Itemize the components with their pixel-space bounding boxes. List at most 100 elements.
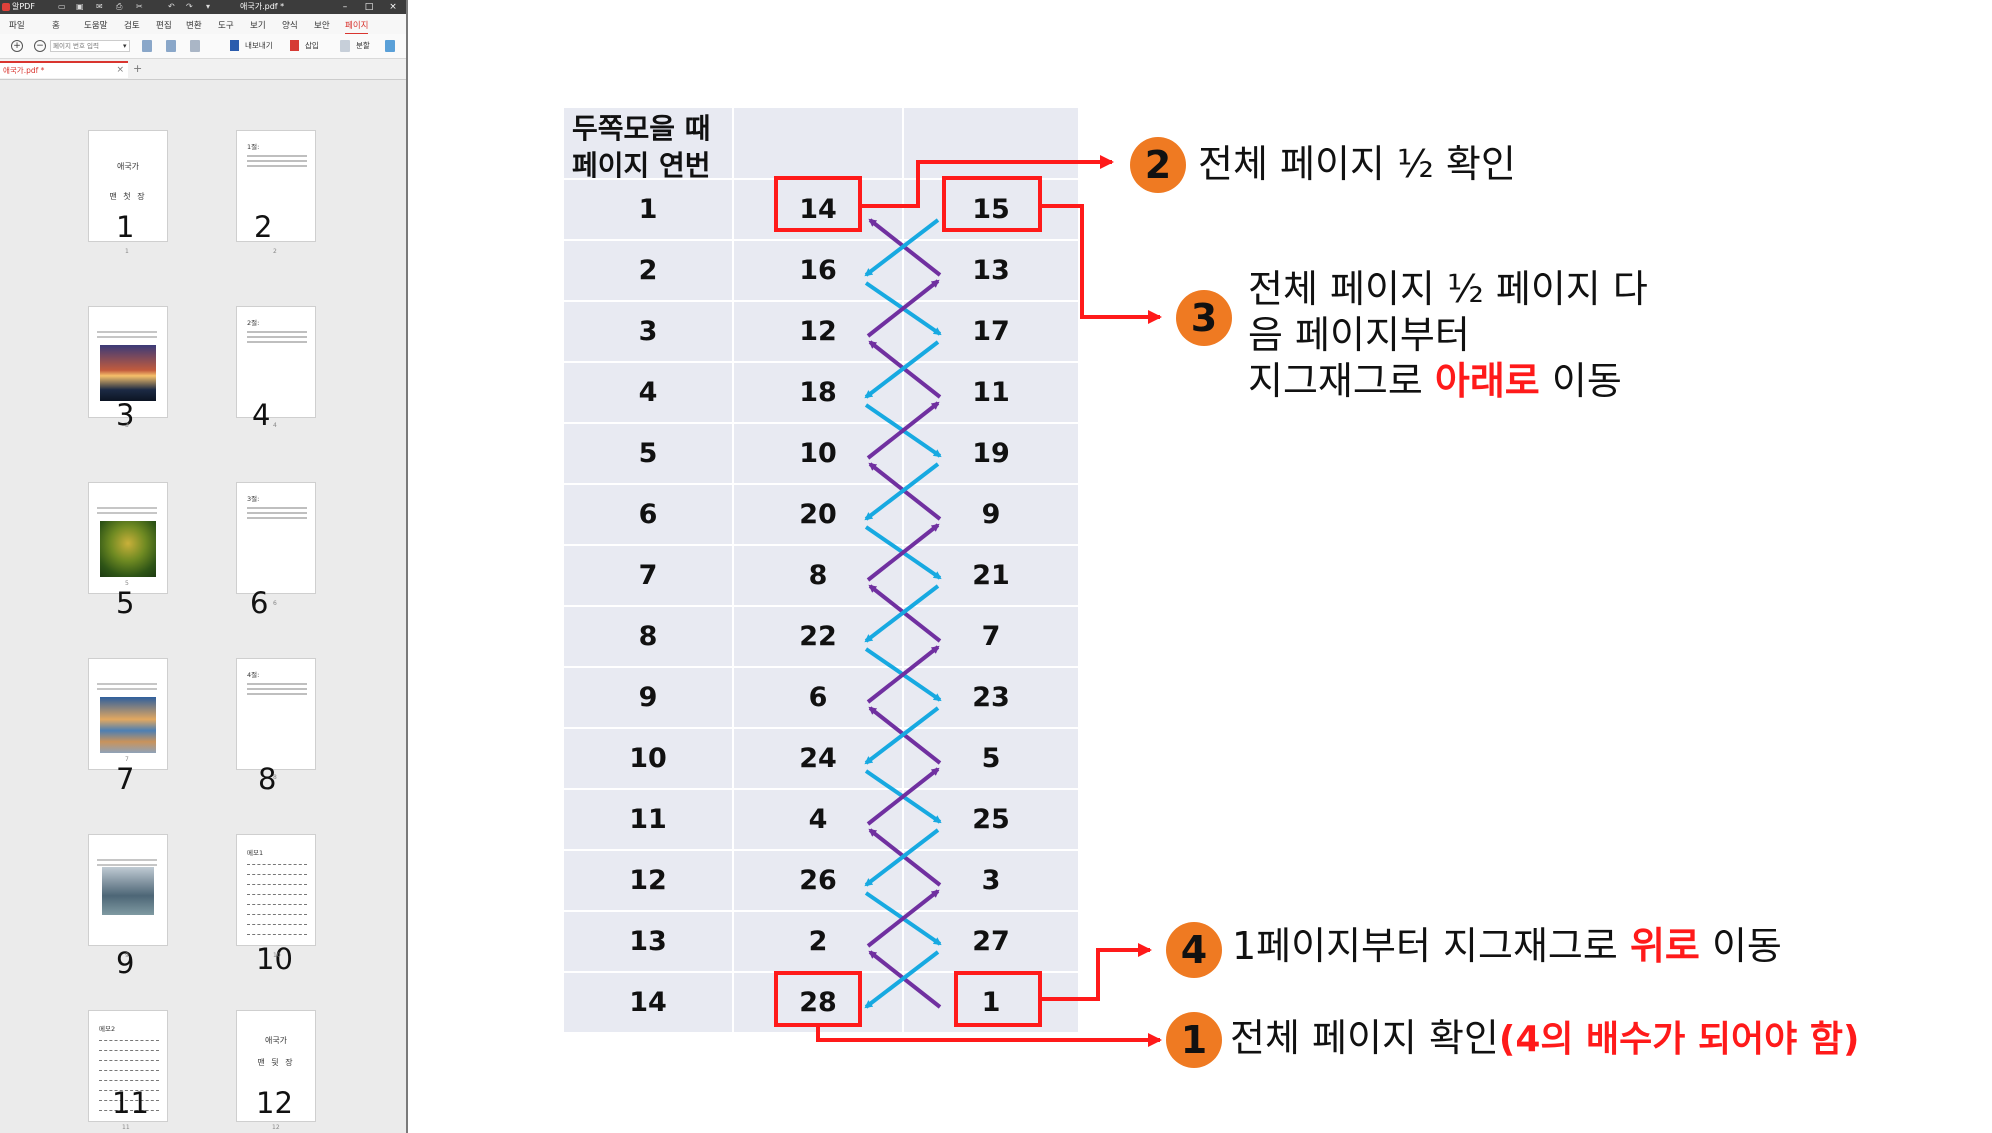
page-number-label: 4 (252, 398, 271, 432)
menu-edit[interactable]: 편집 (156, 21, 172, 31)
page-thumbnail[interactable] (88, 482, 168, 594)
insert-icon[interactable] (290, 40, 299, 51)
page-number-label: 5 (116, 586, 135, 620)
page-thumbnail[interactable] (88, 834, 168, 946)
annotation-highlight: (4의 배수가 되어야 함) (1498, 1019, 1860, 1060)
row-number-cell: 5 (564, 424, 732, 483)
page-thumbnail[interactable]: 4절: (236, 658, 316, 770)
page-index: 12 (272, 1124, 280, 1131)
page-index: 3 (125, 422, 129, 429)
menu-convert[interactable]: 변환 (186, 21, 202, 31)
page-index: 5 (125, 580, 129, 587)
thumb-title: 애국가 (116, 162, 140, 171)
sky-photo (100, 697, 156, 753)
left-page-cell: 28 (734, 973, 902, 1032)
menu-review[interactable]: 검토 (124, 21, 140, 31)
menu-security[interactable]: 보안 (314, 21, 330, 31)
left-page-cell: 20 (734, 485, 902, 544)
page-thumbnail[interactable]: 메모2 (88, 1010, 168, 1122)
insert-button[interactable]: 삽입 (305, 41, 319, 50)
rotate-left-icon[interactable] (142, 40, 152, 52)
annotation-3-line: 음 페이지부터 (1248, 313, 1470, 357)
right-page-cell: 7 (904, 607, 1078, 666)
export-icon[interactable] (230, 40, 239, 51)
folder-icon[interactable]: ▭ (58, 2, 66, 11)
zoom-in-icon[interactable]: + (11, 40, 23, 52)
undo-icon[interactable]: ↶ (168, 2, 175, 11)
refresh-icon[interactable] (385, 40, 395, 52)
page-thumbnail[interactable]: 애국가 맨 뒷 장 (236, 1010, 316, 1122)
page-number-label: 1 (116, 210, 135, 244)
annotation-3-line: 전체 페이지 ½ 페이지 다 (1248, 267, 1648, 311)
page-index: 1 (125, 248, 129, 255)
save-icon[interactable]: ▣ (76, 2, 84, 11)
split-button[interactable]: 분할 (356, 41, 370, 50)
step-badge-2: 2 (1130, 137, 1186, 193)
export-button[interactable]: 내보내기 (245, 41, 273, 50)
document-tab-strip: 애국가.pdf * × + (0, 59, 406, 80)
minimize-icon[interactable]: – (342, 2, 348, 12)
menu-file[interactable]: 파일 (9, 21, 25, 31)
left-page-cell: 8 (734, 546, 902, 605)
page-number-label: 10 (256, 942, 293, 976)
menu-tools[interactable]: 도구 (218, 21, 234, 31)
text-lines (247, 331, 307, 346)
verse-title: 3절: (247, 495, 260, 503)
left-page-cell: 18 (734, 363, 902, 422)
page-thumbnail[interactable] (88, 658, 168, 770)
left-page-cell: 16 (734, 241, 902, 300)
page-thumbnail[interactable]: 애국가 맨 첫 장 (88, 130, 168, 242)
close-window-icon[interactable]: × (389, 2, 397, 12)
annotation-3-line: 지그재그로 아래로 이동 (1248, 358, 1648, 404)
row-number-cell: 12 (564, 851, 732, 910)
right-page-cell: 15 (904, 180, 1078, 239)
new-tab-icon[interactable]: + (133, 62, 143, 75)
mail-icon[interactable]: ✉ (96, 2, 103, 11)
delete-page-icon[interactable] (190, 40, 200, 52)
page-number-label: 8 (258, 762, 277, 796)
page-thumbnail[interactable]: 2절: (236, 306, 316, 418)
right-page-cell: 11 (904, 363, 1078, 422)
menu-bar: 파일 홈 도움말 검토 편집 변환 도구 보기 양식 보안 페이지 (0, 14, 406, 35)
verse-title: 2절: (247, 319, 260, 327)
tree-photo (100, 521, 156, 577)
maximize-icon[interactable]: □ (364, 2, 374, 12)
right-page-cell: 3 (904, 851, 1078, 910)
rotate-right-icon[interactable] (166, 40, 176, 52)
cut-icon[interactable]: ✂ (136, 2, 143, 11)
menu-home[interactable]: 홈 (52, 21, 60, 31)
page-index: 6 (273, 600, 277, 607)
right-page-cell: 1 (904, 973, 1078, 1032)
page-index: 8 (273, 774, 277, 781)
page-thumbnail[interactable]: 1절: (236, 130, 316, 242)
redo-icon[interactable]: ↷ (186, 2, 193, 11)
row-number-cell: 10 (564, 729, 732, 788)
page-input-dropdown-icon[interactable]: ▾ (123, 42, 127, 50)
menu-help[interactable]: 도움말 (84, 21, 108, 31)
menu-view[interactable]: 보기 (250, 21, 266, 31)
page-thumbnail[interactable]: 3절: (236, 482, 316, 594)
dropdown-icon[interactable]: ▾ (206, 2, 211, 11)
document-tab[interactable]: 애국가.pdf * × (0, 61, 128, 78)
table-header: 두쪽모을 때 페이지 연번 (572, 110, 711, 184)
page-thumbnail[interactable] (88, 306, 168, 418)
menu-page[interactable]: 페이지 (345, 19, 369, 35)
menu-form[interactable]: 양식 (282, 21, 298, 31)
split-icon[interactable] (340, 40, 350, 52)
text-lines (247, 507, 307, 522)
page-number-input[interactable] (50, 40, 130, 52)
page-thumbnail[interactable]: 메모1 (236, 834, 316, 946)
page-number-label: 7 (116, 762, 135, 796)
zoom-out-icon[interactable]: − (34, 40, 46, 52)
tab-close-icon[interactable]: × (116, 65, 124, 75)
print-icon[interactable]: ⎙ (116, 2, 123, 11)
